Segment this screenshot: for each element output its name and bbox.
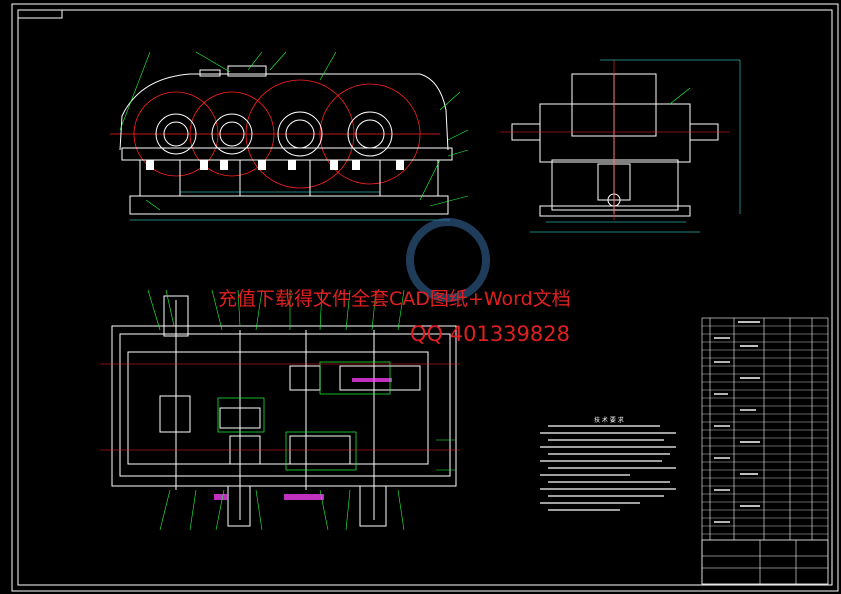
technical-requirements-title: 技 术 要 求 bbox=[594, 417, 624, 424]
plan-view bbox=[100, 289, 460, 531]
sheet-border bbox=[11, 3, 839, 592]
bolts bbox=[146, 160, 404, 170]
plan-leaders bbox=[147, 289, 456, 531]
watermark-text-line1: 充值下载得文件全套CAD图纸+Word文档 bbox=[218, 288, 571, 310]
parts-list-text-marks bbox=[714, 321, 760, 523]
plan-hatching bbox=[214, 378, 392, 500]
logo-watermark bbox=[406, 218, 490, 302]
front-dims bbox=[130, 191, 450, 221]
parts-list-rows bbox=[702, 325, 828, 535]
front-leaders bbox=[119, 51, 469, 211]
technical-notes-lines bbox=[540, 425, 676, 511]
watermark-text-line2: QQ 401339828 bbox=[410, 322, 570, 346]
plan-gears bbox=[217, 361, 391, 471]
housing-outline bbox=[119, 65, 453, 215]
gear-pitch-circles bbox=[110, 79, 440, 189]
title-block bbox=[701, 539, 829, 585]
side-view bbox=[500, 59, 741, 233]
bearing-bores bbox=[155, 111, 393, 157]
front-view bbox=[110, 51, 469, 221]
